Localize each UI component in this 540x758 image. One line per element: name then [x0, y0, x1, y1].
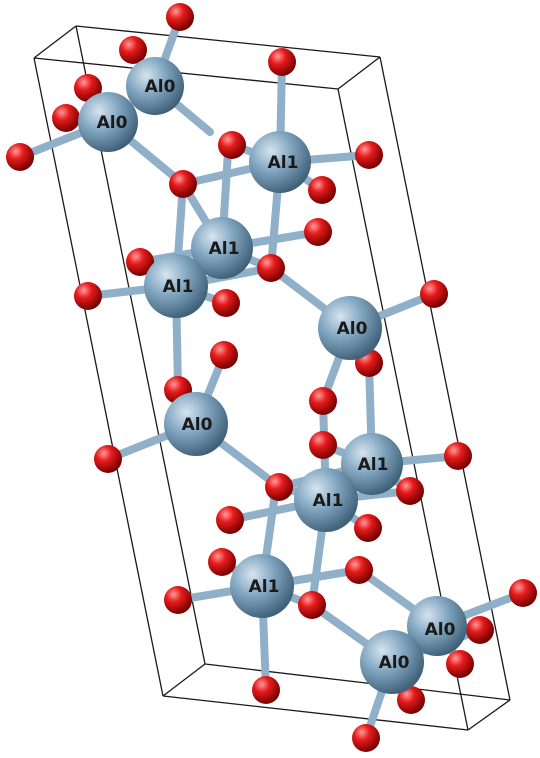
oxygen-atom [74, 282, 102, 310]
oxygen-atom [94, 445, 122, 473]
atom-al1: Al1 [230, 554, 294, 618]
oxygen-atoms-front [170, 171, 493, 643]
oxygen-atom [257, 254, 285, 282]
oxygen-atom [208, 548, 236, 576]
cell-edge [379, 56, 511, 701]
oxygen-atom [218, 131, 246, 159]
atom-al0: Al0 [318, 296, 382, 360]
cell-edge [33, 25, 77, 59]
atom-label: Al1 [249, 577, 280, 597]
oxygen-atom [444, 442, 472, 470]
atom-label: Al0 [379, 653, 410, 673]
atom-label: Al1 [163, 277, 194, 297]
oxygen-atom [268, 48, 296, 76]
cell-edge [204, 663, 511, 701]
oxygen-atom [352, 724, 380, 752]
aluminum-atoms: Al0 Al0 Al1 Al1 Al1 Al0 Al0 Al1 [78, 57, 467, 694]
cell-edge [467, 699, 511, 731]
atom-label: Al0 [145, 77, 176, 97]
oxygen-atom [509, 579, 537, 607]
oxygen-atom [52, 104, 80, 132]
atom-label: Al0 [182, 415, 213, 435]
oxygen-atom [6, 143, 34, 171]
atom-label: Al0 [425, 620, 456, 640]
atom-al0: Al0 [78, 92, 138, 152]
oxygen-atom [216, 506, 244, 534]
oxygen-atom [126, 248, 154, 276]
oxygen-atom [467, 617, 493, 643]
oxygen-atom [397, 478, 423, 504]
cell-edge [162, 663, 206, 697]
oxygen-atom [298, 591, 326, 619]
cell-edge [33, 57, 339, 90]
atom-label: Al1 [358, 455, 389, 475]
atom-al1: Al1 [341, 433, 403, 495]
oxygen-atom [265, 473, 293, 501]
oxygen-atom [164, 586, 192, 614]
oxygen-atom [420, 280, 448, 308]
atom-label: Al0 [97, 113, 128, 133]
atom-label: Al1 [209, 239, 240, 259]
cell-edge [337, 56, 381, 90]
cell-edge [75, 25, 381, 58]
cell-edge [33, 57, 164, 697]
atom-al0: Al0 [360, 630, 424, 694]
oxygen-atom [446, 650, 474, 678]
oxygen-atom [252, 676, 280, 704]
atom-label: Al1 [268, 153, 299, 173]
atom-al1: Al1 [144, 254, 208, 318]
oxygen-atom [309, 431, 337, 459]
oxygen-atom [397, 686, 425, 714]
oxygen-atom [345, 556, 373, 584]
cell-edge [162, 695, 469, 731]
oxygen-atom [355, 515, 381, 541]
atom-al0: Al0 [164, 392, 228, 456]
oxygen-atom [309, 387, 337, 415]
oxygen-atom [119, 36, 147, 64]
atom-al0: Al0 [126, 57, 184, 115]
oxygen-atom [309, 177, 335, 203]
atom-label: Al0 [337, 319, 368, 339]
atom-label: Al1 [313, 491, 344, 511]
oxygen-atom [213, 290, 239, 316]
atom-al1: Al1 [249, 131, 311, 193]
atom-al1: Al1 [294, 468, 358, 532]
oxygen-atom [166, 3, 194, 31]
oxygen-atom [170, 171, 196, 197]
atom-al0: Al0 [407, 596, 467, 656]
oxygen-atom [304, 218, 332, 246]
oxygen-atom [210, 341, 238, 369]
oxygen-atom [355, 141, 383, 169]
atom-al1: Al1 [191, 217, 253, 279]
